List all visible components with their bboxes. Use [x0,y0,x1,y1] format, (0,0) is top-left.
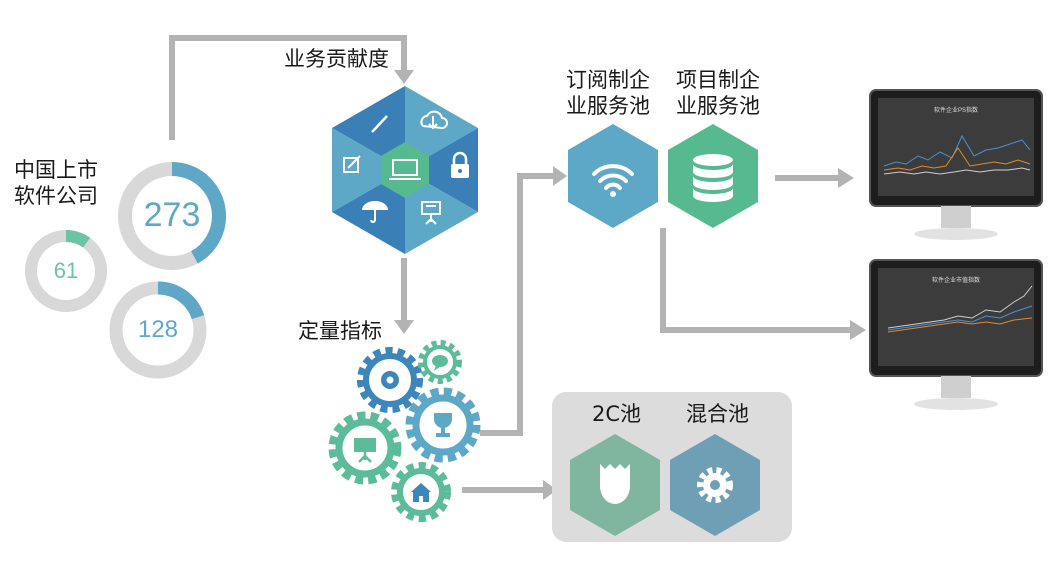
lock-icon [451,151,469,178]
monitor-ps-chart-title: 软件企业PS指数 [934,106,978,114]
arrowhead [543,480,557,500]
count-rings [25,162,226,379]
ring-progress-small [25,230,107,312]
presentation-icon [328,411,402,485]
business-contribution-label: 业务贡献度 [284,47,389,71]
wifi-icon [592,164,634,190]
quantitative-indicators-label: 定量指标 [298,319,382,343]
arrowhead [394,70,414,84]
cloud-download-icon [420,110,448,130]
chat-icon [418,340,462,384]
indicator-gears [328,340,481,522]
mixed-pool-label: 混合池 [686,402,749,426]
subscription-pool-label: 订阅制企 业服务池 [566,68,650,118]
arrowhead [553,166,567,186]
ring-progress-medium [109,281,207,379]
consumer-pool-hexes [570,434,760,536]
arrow-to-monitor-2 [660,228,852,333]
service-pool-hexes [568,124,758,228]
count-main: 273 [143,196,201,234]
project-pool-label: 项目制企 业服务池 [676,68,760,118]
2c-pool-label: 2C池 [592,402,642,426]
ring-progress-main [118,162,226,270]
home-icon [391,462,451,522]
count-small: 61 [53,258,79,283]
presentation-icon [421,201,441,225]
contribution-hex-cluster [332,86,478,254]
shield-icon [600,464,630,504]
arrowhead [394,320,414,334]
monitor-market-cap-chart-title: 软件企业市值指数 [932,276,980,284]
gear-icon [697,467,733,503]
database-icon [693,154,733,202]
arrow-to-subscription-pool [480,173,555,436]
umbrella-icon [362,201,388,223]
arrowhead [850,320,866,340]
monitor-market-cap-index: 软件企业市值指数 [866,256,1046,420]
arrowhead [838,168,854,188]
laptop-icon [389,159,421,180]
arrow-to-contribution [169,35,407,140]
listed-companies-label: 中国上市 软件公司 [14,158,98,208]
edit-icon [343,155,361,173]
trophy-icon [405,387,481,463]
settings-icon [357,347,423,413]
pencil-icon [371,115,388,133]
monitor-ps-index: 软件企业PS指数 [866,86,1046,250]
count-medium: 128 [137,316,179,343]
